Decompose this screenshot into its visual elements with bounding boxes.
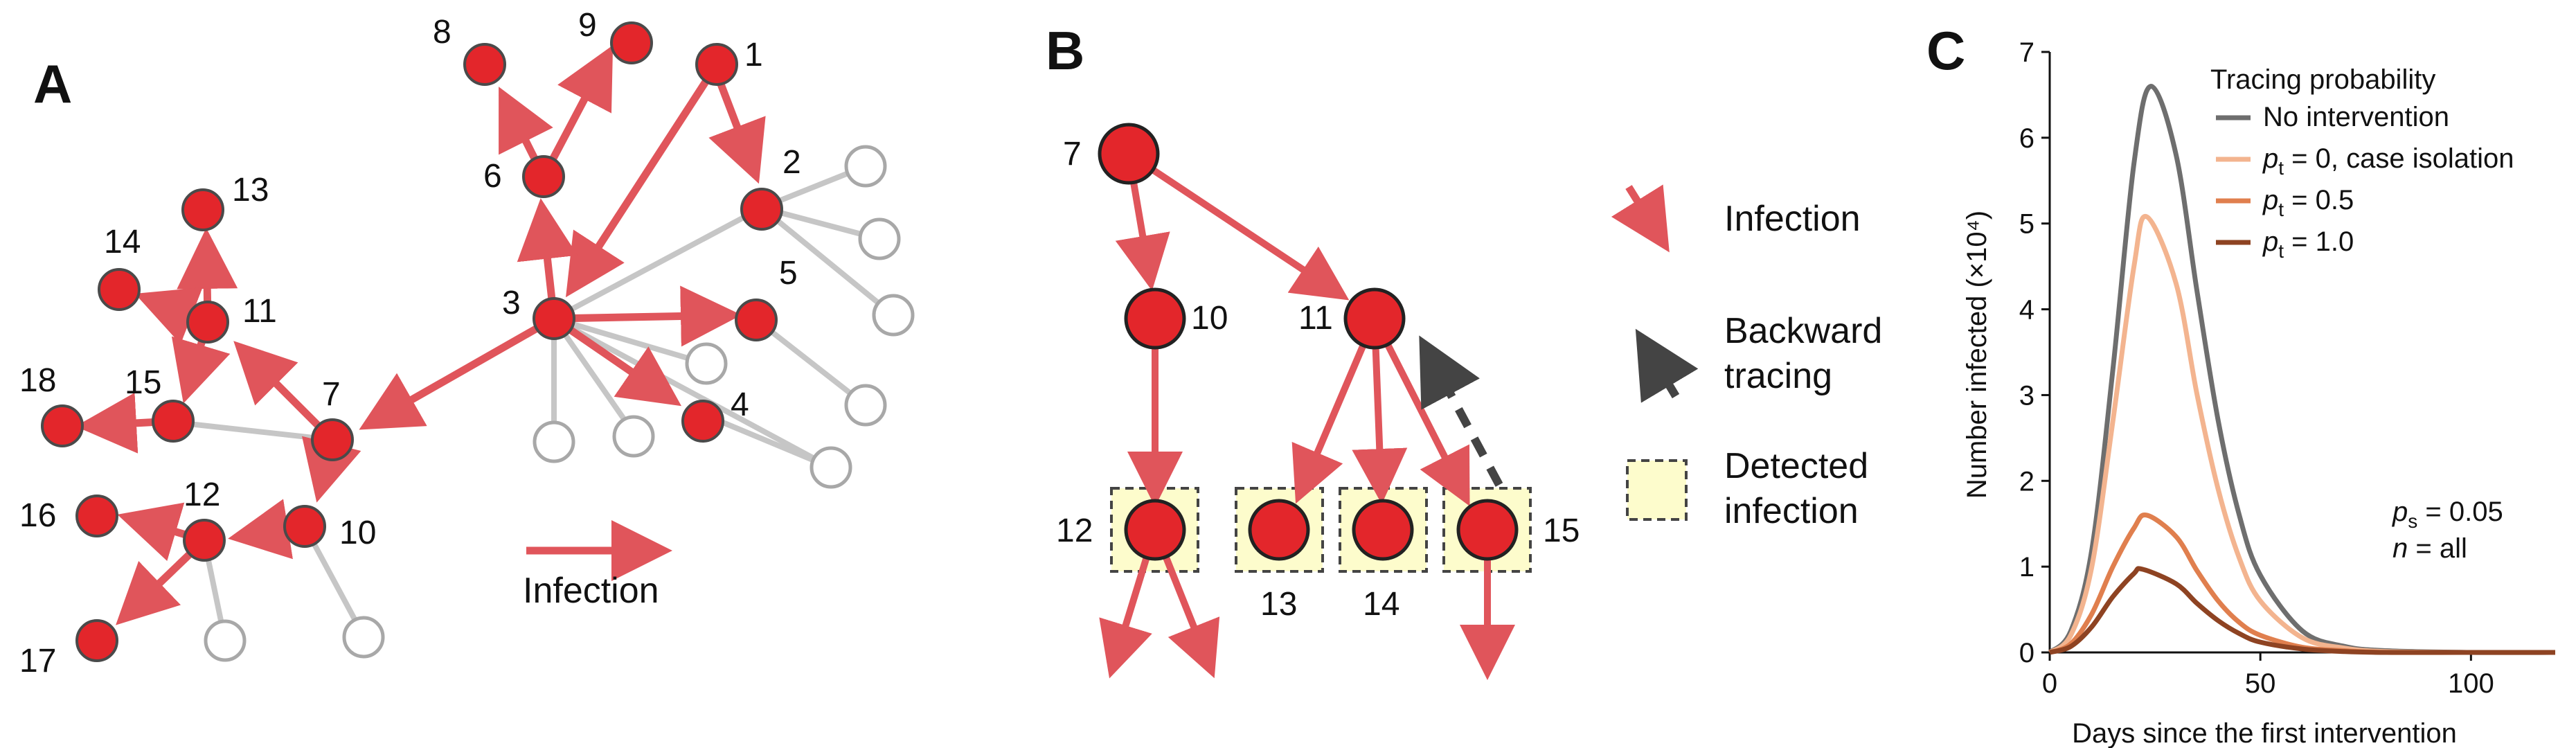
node-label: 7 — [1063, 136, 1082, 172]
legend-detected-label: Detected — [1724, 446, 1868, 486]
node-label: 4 — [731, 386, 749, 423]
y-tick-label: 3 — [2019, 380, 2034, 411]
y-tick-label: 7 — [2019, 37, 2034, 68]
legend-entry: pt = 0, case isolation — [2262, 143, 2514, 179]
node-label: 18 — [19, 362, 56, 399]
panel-a: A — [19, 7, 915, 679]
node-label: 11 — [242, 293, 277, 330]
node-label: 12 — [1056, 513, 1093, 549]
y-tick-label: 2 — [2019, 466, 2034, 497]
legend-backward-label: Backward — [1724, 311, 1882, 351]
legend-infection-arrow — [1611, 184, 1670, 253]
legend-detected-box — [1626, 459, 1688, 521]
node-label: 11 — [1298, 300, 1333, 337]
node-label: 14 — [104, 224, 141, 260]
y-axis-title-text: Number infected (×10⁴) — [1962, 211, 1992, 499]
x-axis-title: Days since the first intervention — [2072, 718, 2457, 748]
annotation-ps-value: = 0.05 — [2417, 497, 2503, 527]
series-line-1 — [2048, 213, 2556, 655]
legend-items: No intervention pt = 0, case isolation pt … — [2216, 102, 2514, 262]
infected-nodes-a — [41, 21, 783, 662]
contact-nodes — [204, 145, 915, 662]
node-label: 2 — [782, 144, 801, 181]
y-axis-title: Number infected (×10⁴) — [1962, 211, 1992, 499]
legend-entry: No intervention — [2263, 102, 2449, 132]
infected-nodes-b — [1098, 123, 1519, 561]
node-labels-b: 7 10 11 12 13 14 15 — [1056, 136, 1580, 623]
node-label: 5 — [779, 255, 798, 292]
panel-c: C 0 1 2 3 4 5 6 7 0 50 100 Number infected (×10⁴)… — [1926, 20, 2556, 748]
x-tick-label: 100 — [2448, 668, 2494, 699]
node-label: 15 — [125, 364, 161, 401]
contact-edges — [176, 163, 895, 641]
y-tick-label: 4 — [2019, 295, 2034, 326]
legend-a-infection: Infection — [523, 571, 659, 611]
panel-a-label: A — [33, 53, 72, 114]
node-label: 8 — [433, 14, 451, 51]
legend-backward-arrow — [1635, 328, 1699, 403]
x-ticks: 0 50 100 — [2042, 652, 2494, 699]
node-label: 13 — [232, 172, 269, 208]
node-label: 16 — [19, 497, 56, 534]
node-label: 7 — [322, 376, 341, 413]
legend-infection-label: Infection — [1724, 199, 1861, 239]
x-tick-label: 50 — [2245, 668, 2276, 699]
node-label: 17 — [19, 643, 56, 679]
annotation-n-value: = all — [2408, 533, 2467, 564]
node-label: 9 — [578, 7, 597, 44]
annotation: ps = 0.05 n = all — [2392, 497, 2503, 564]
panel-b: B — [1046, 20, 1882, 680]
annotation-ps-sub: s — [2408, 510, 2417, 532]
node-label: 14 — [1363, 586, 1399, 623]
legend-entry: pt = 0.5 — [2262, 185, 2354, 220]
legend-title: Tracing probability — [2210, 64, 2435, 95]
series-line-3 — [2049, 566, 2555, 655]
legend-a: Infection — [523, 520, 672, 611]
y-tick-label: 1 — [2019, 552, 2034, 582]
y-ticks: 0 1 2 3 4 5 6 7 — [2019, 37, 2050, 668]
node-label: 10 — [339, 515, 376, 551]
legend-b: Infection Backward tracing Detected infe… — [1611, 184, 1882, 531]
annotation-n-symbol: n — [2392, 533, 2408, 564]
legend-detected-label: infection — [1724, 491, 1859, 531]
infection-arrows-b — [1099, 150, 1515, 680]
chart-legend: Tracing probability No intervention pt = … — [2210, 64, 2514, 262]
node-label: 6 — [483, 158, 502, 195]
node-label: 1 — [744, 37, 763, 73]
annotation-ps-symbol: p — [2392, 497, 2408, 527]
panel-c-label: C — [1926, 20, 1965, 81]
node-label: 3 — [502, 285, 521, 321]
node-label: 10 — [1191, 300, 1228, 337]
chart: 0 1 2 3 4 5 6 7 0 50 100 Number infected (×10⁴) D… — [1962, 37, 2556, 748]
backward-tracing-arrow — [1419, 335, 1503, 487]
annotation-n: n = all — [2392, 533, 2467, 564]
y-tick-label: 6 — [2019, 123, 2034, 154]
x-tick-label: 0 — [2042, 668, 2057, 699]
y-tick-label: 0 — [2019, 638, 2034, 668]
node-label: 12 — [184, 477, 220, 513]
y-tick-label: 5 — [2019, 209, 2034, 240]
series-lines — [2048, 84, 2556, 655]
panel-b-label: B — [1046, 20, 1084, 81]
node-label: 15 — [1543, 513, 1580, 549]
annotation-ps: ps = 0.05 — [2392, 497, 2503, 532]
node-labels-a: 1 2 3 4 5 6 7 8 9 10 11 12 13 14 15 16 1… — [19, 7, 801, 679]
node-label: 13 — [1260, 586, 1297, 623]
legend-backward-label: tracing — [1724, 356, 1832, 396]
legend-entry: pt = 1.0 — [2262, 226, 2354, 262]
